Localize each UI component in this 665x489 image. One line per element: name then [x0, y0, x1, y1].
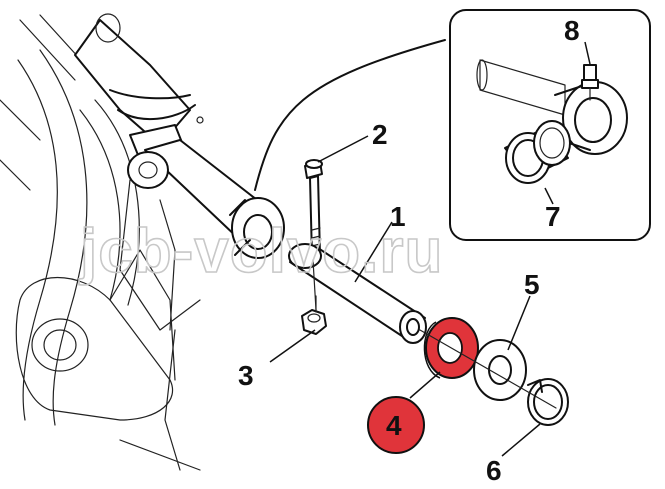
watermark: jcb-volvo.ru	[79, 217, 443, 286]
callout-4-badge	[367, 396, 425, 454]
pin	[288, 243, 427, 344]
leader-lines	[269, 41, 591, 457]
bolt	[304, 159, 323, 258]
callout-4: 4	[386, 410, 402, 441]
callout-3: 3	[238, 360, 254, 391]
callout-5: 5	[524, 269, 540, 300]
callout-2: 2	[372, 119, 388, 150]
detail-inset	[254, 9, 651, 241]
callout-7: 7	[545, 201, 561, 232]
callout-1: 1	[390, 201, 406, 232]
washer	[473, 339, 527, 401]
callout-6: 6	[486, 455, 502, 486]
callout-8: 8	[564, 15, 580, 46]
exploded-parts	[288, 159, 569, 426]
arm-assembly	[0, 13, 285, 471]
snap-ring	[527, 378, 569, 426]
nut	[301, 295, 327, 335]
